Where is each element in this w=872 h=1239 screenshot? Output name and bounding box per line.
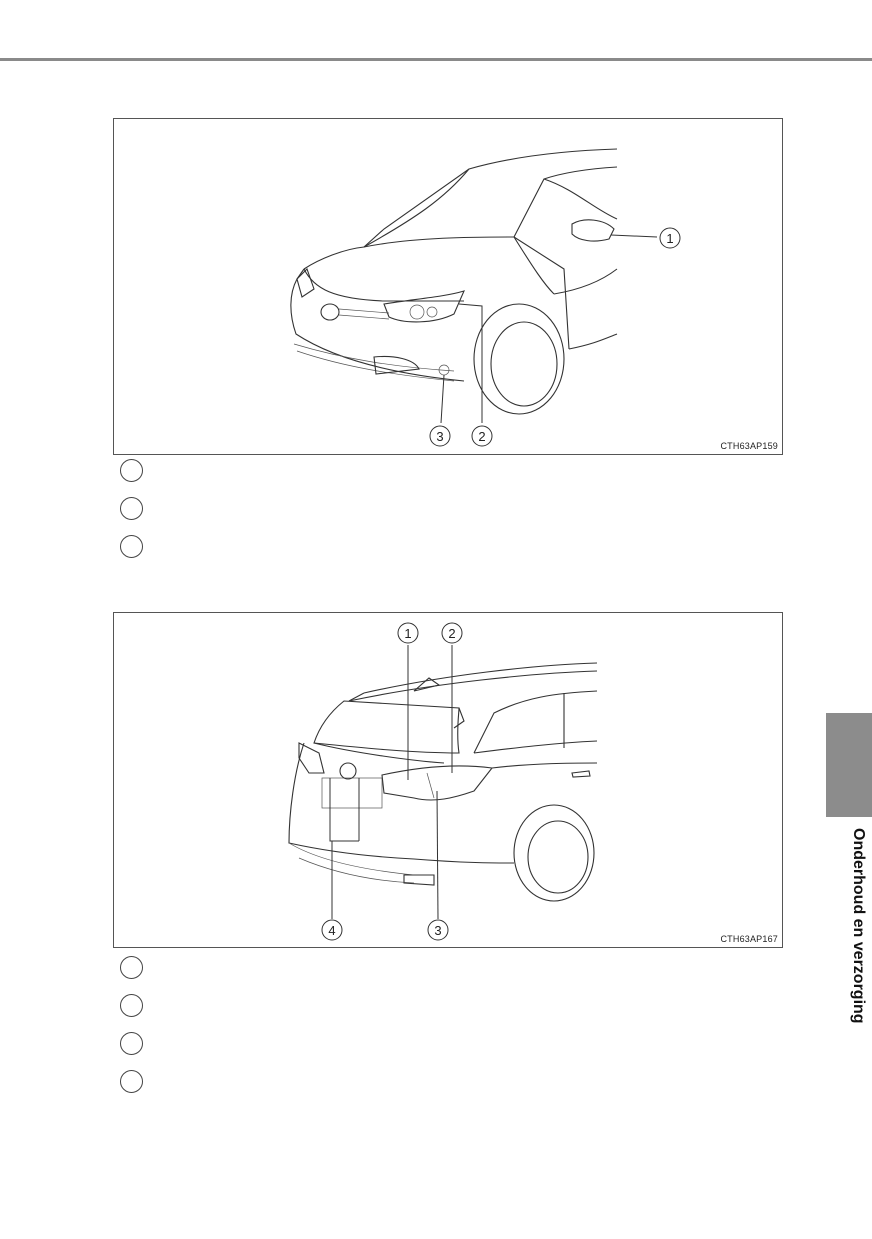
figure-code: CTH63AP159 xyxy=(720,441,778,451)
header-rule xyxy=(0,58,872,61)
figure-code: CTH63AP167 xyxy=(720,934,778,944)
section-label: Onderhoud en verzorging xyxy=(850,828,867,1024)
rear-callout-3: 3 xyxy=(434,923,441,938)
callout-circle xyxy=(120,459,143,482)
callout-circle xyxy=(120,994,143,1017)
section-tab xyxy=(826,713,872,817)
front-callout-3: 3 xyxy=(436,429,443,444)
front-callout-2: 2 xyxy=(478,429,485,444)
front-callout-1: 1 xyxy=(666,231,673,246)
callout-circle xyxy=(120,497,143,520)
front-car-illustration: 1 2 3 xyxy=(290,148,681,447)
rear-lights-figure: 1 2 3 4 CTH63AP167 xyxy=(113,612,783,948)
callout-circle xyxy=(120,1070,143,1093)
rear-callout-2: 2 xyxy=(448,626,455,641)
callout-circle xyxy=(120,535,143,558)
front-lights-figure: 1 2 3 CTH63AP159 xyxy=(113,118,783,455)
rear-callout-1: 1 xyxy=(404,626,411,641)
rear-car-illustration: 1 2 3 4 xyxy=(288,622,598,941)
callout-circle xyxy=(120,956,143,979)
callout-circle xyxy=(120,1032,143,1055)
rear-callout-4: 4 xyxy=(328,923,335,938)
